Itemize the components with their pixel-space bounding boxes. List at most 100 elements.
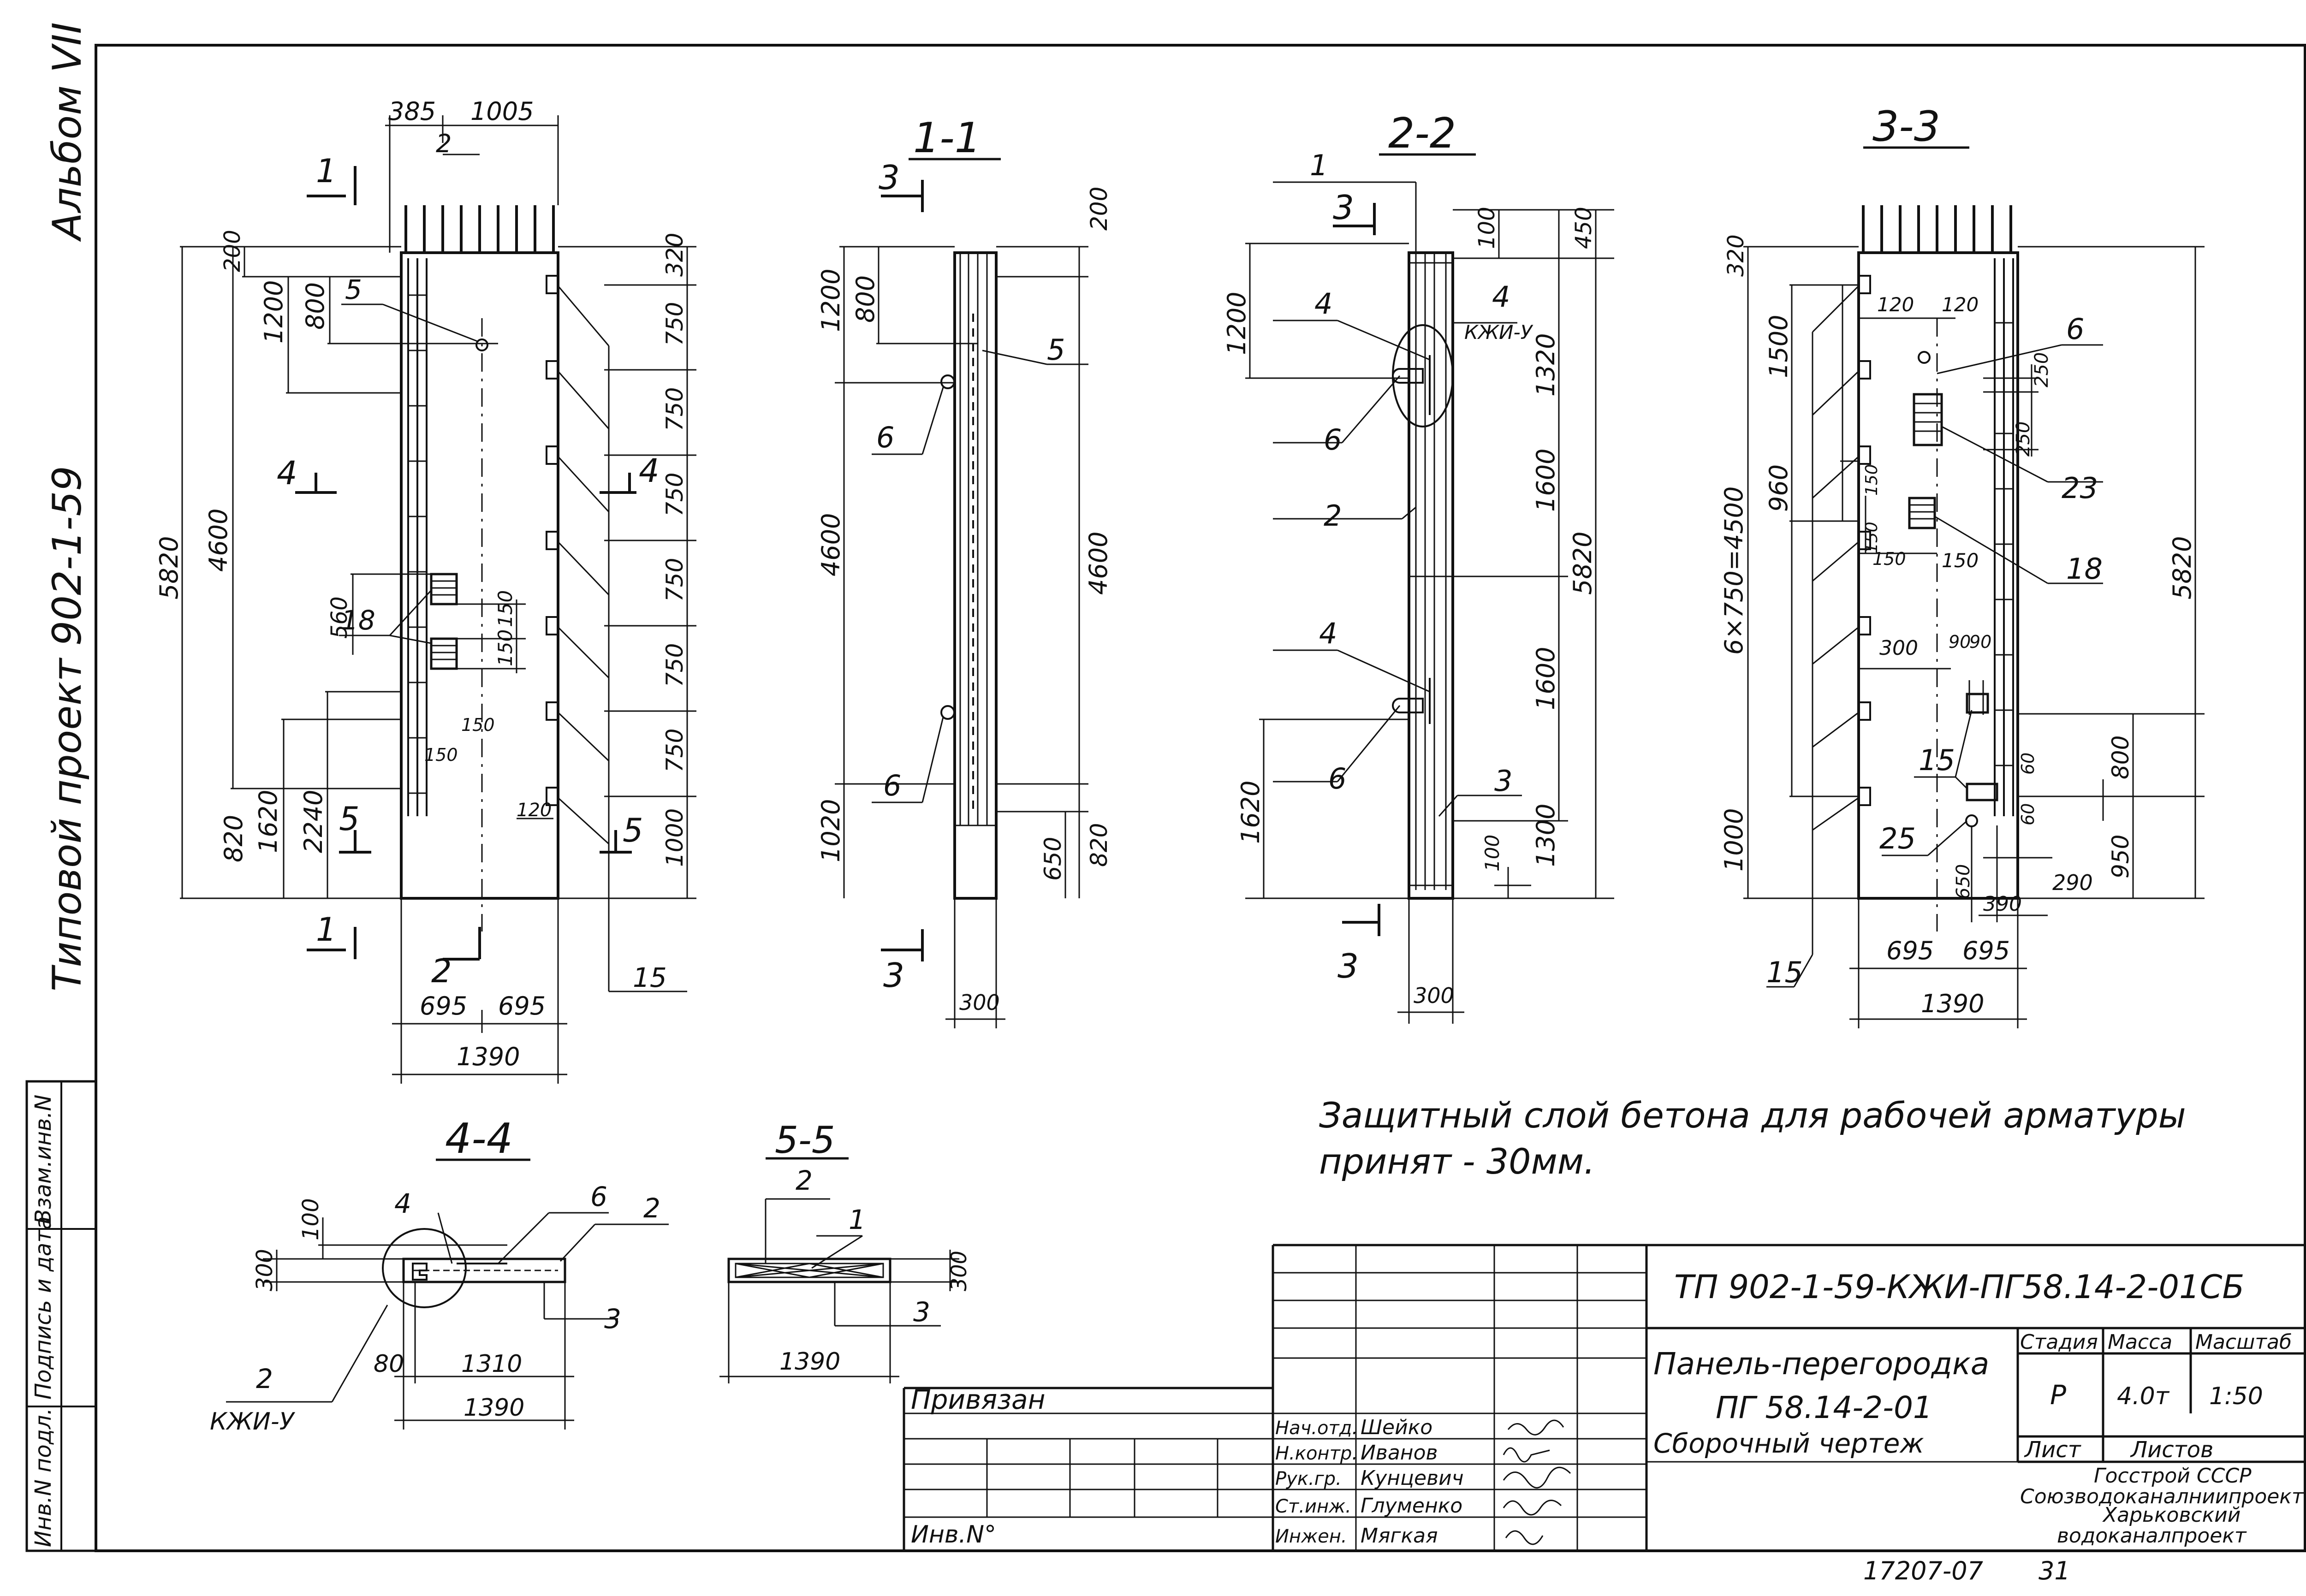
elev-top-dims: [385, 115, 559, 253]
dim-750-2: 750: [661, 387, 688, 431]
s11-leaders: [872, 350, 1088, 803]
s22-leaders: [1273, 181, 1522, 817]
embedded-plates: [430, 573, 458, 670]
section-1-top: 1: [316, 152, 337, 190]
tb-name-1: Шейко: [1361, 1416, 1432, 1439]
tb-name-2: Иванов: [1361, 1441, 1438, 1465]
tb-role-4: Ст.инж.: [1275, 1496, 1351, 1517]
tb-name2: ПГ 58.14-2-01: [1716, 1390, 1932, 1425]
s44-label-2-left: 2: [256, 1363, 273, 1394]
tb-role-1: Нач.отд.: [1275, 1418, 1358, 1439]
dim-695-b: 695: [498, 991, 546, 1020]
section-1-1: 1-1 1200 800 4600 1020 200 4600 650: [816, 114, 1113, 1028]
title-grid: [904, 1245, 2305, 1551]
label-15: 15: [633, 962, 667, 993]
dim-1005: 1005: [470, 97, 534, 126]
s22-label-kzhi: КЖИ-У: [1464, 321, 1533, 344]
s33-dim-250b: 250: [2013, 421, 2034, 457]
tb-name-5: Мягкая: [1361, 1524, 1438, 1548]
s11-section-3-top: 3: [879, 158, 900, 197]
s55-dim-300: 300: [946, 1251, 971, 1291]
s44-title: 4-4: [445, 1115, 513, 1163]
s22-label-6a: 6: [1324, 423, 1342, 457]
s33-dim-6x750: 6×750=4500: [1719, 487, 1748, 655]
s22-label-3: 3: [1494, 764, 1512, 798]
s11-dim-1020: 1020: [816, 799, 845, 862]
s33-dim-120a: 120: [1877, 293, 1914, 316]
tb-massa: 4.0т: [2117, 1382, 2170, 1410]
dim-750-5: 750: [661, 643, 688, 687]
tb-list: Лист: [2024, 1437, 2082, 1463]
tb-stadia: Р: [2050, 1379, 2066, 1411]
s11-label-6b: 6: [883, 769, 901, 802]
s55-dim-1390: 1390: [779, 1348, 840, 1376]
s33-dim-120b: 120: [1942, 293, 1979, 316]
s11-dim-4600-r: 4600: [1084, 532, 1113, 595]
s33-dim-1390: 1390: [1921, 989, 1984, 1018]
tb-role-2: Н.контр.: [1275, 1443, 1358, 1464]
note-line-1: Защитный слой бетона для рабочей арматур…: [1319, 1095, 2186, 1136]
s33-label-23: 23: [2062, 471, 2098, 505]
s33-dim-950: 950: [2107, 835, 2134, 878]
s11-dim-4600-l: 4600: [816, 513, 845, 576]
s22-dim-1600-a: 1600: [1531, 449, 1560, 512]
note-line-2: принят - 30мм.: [1319, 1141, 1595, 1182]
label-5: 5: [345, 274, 362, 305]
dim-120: 120: [517, 800, 552, 821]
dim-150-b: 150: [494, 629, 517, 666]
dim-750-3: 750: [661, 473, 688, 516]
s22-label-2: 2: [1324, 499, 1342, 533]
s44-label-2-right: 2: [643, 1193, 660, 1224]
s11-dim-200: 200: [1086, 187, 1112, 231]
dim-1390: 1390: [457, 1042, 520, 1071]
s33-dim-60a: 60: [2018, 753, 2038, 775]
stamp-signature: Подпись и дата: [30, 1216, 56, 1400]
project-title: Типовой проект 902-1-59: [44, 466, 90, 991]
tb-massa-h: Масса: [2108, 1330, 2172, 1354]
s44-detail-circle: [382, 1228, 467, 1308]
album-title: Альбом VII: [44, 22, 90, 242]
section-4-4: 4-4 100 300 80 1310 1390 4 6 2 3 2 КЖИ-: [210, 1115, 669, 1436]
tb-inv: Инв.N°: [911, 1521, 996, 1549]
s22-dim-100-b: 100: [1481, 835, 1504, 872]
section-2-bottom: 2: [431, 952, 452, 990]
tb-org1: Госстрой СССР: [2094, 1464, 2252, 1488]
dim-150-d: 150: [424, 745, 458, 765]
tb-code: ТП 902-1-59-КЖИ-ПГ58.14-2-01СБ: [1674, 1268, 2244, 1306]
s11-dim-650: 650: [1040, 837, 1066, 881]
s22-dim-300: 300: [1414, 983, 1454, 1008]
dim-1200: 1200: [259, 280, 288, 344]
s33-dim-150a: 150: [1862, 464, 1881, 496]
s22-label-4a: 4: [1314, 287, 1332, 320]
s33-dim-650: 650: [1953, 864, 1974, 899]
top-bars: [404, 205, 555, 253]
s22-panel: [1408, 251, 1454, 900]
side-stamp: Инв.N подл. Подпись и дата Взам.инв.N: [25, 1080, 97, 1552]
section-4-left: 4: [277, 454, 297, 492]
s55-label-3: 3: [913, 1296, 930, 1328]
s33-leaders: [1766, 285, 2103, 988]
dim-800: 800: [301, 282, 330, 330]
section-markers: [295, 166, 636, 961]
s55-label-2: 2: [796, 1165, 813, 1196]
tb-role-3: Рук.гр.: [1275, 1468, 1342, 1489]
s33-dim-320: 320: [1723, 234, 1749, 277]
s22-dim-1320: 1320: [1531, 333, 1560, 397]
s22-dim-5820: 5820: [1568, 532, 1597, 595]
s33-dim-1500: 1500: [1764, 315, 1793, 378]
s33-label-15a: 15: [1919, 743, 1955, 777]
tb-masshtab-h: Масштаб: [2195, 1330, 2292, 1354]
s22-dim-1300: 1300: [1531, 804, 1560, 867]
dim-200: 200: [220, 230, 245, 272]
dim-5820: 5820: [155, 536, 184, 599]
s11-dim-820: 820: [1086, 823, 1112, 867]
s22-dim-1200: 1200: [1222, 292, 1251, 355]
s55-title: 5-5: [775, 1119, 835, 1162]
s22-dims: [1245, 209, 1614, 1024]
s44-label-4: 4: [394, 1188, 411, 1219]
section-4-right: 4: [639, 452, 660, 490]
dim-150-c: 150: [461, 715, 495, 735]
s33-dim-60b: 60: [2018, 803, 2038, 825]
s33-dim-150b: 150: [1862, 522, 1881, 553]
tb-privyazan: Привязан: [911, 1384, 1046, 1415]
